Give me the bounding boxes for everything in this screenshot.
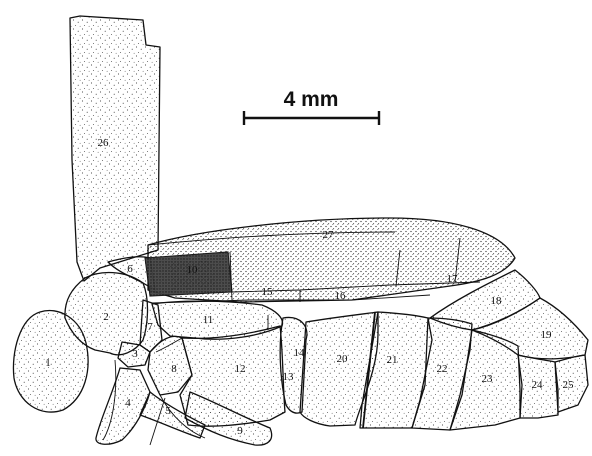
part-label-24: 24 <box>532 379 544 391</box>
part-label-26: 26 <box>98 137 110 149</box>
part-label-3: 3 <box>132 348 138 360</box>
part-label-12: 12 <box>235 363 246 375</box>
part-label-25: 25 <box>563 379 575 391</box>
part-label-14: 14 <box>294 347 306 359</box>
part-label-9: 9 <box>237 425 243 437</box>
scale-bar-label: 4 mm <box>284 88 339 111</box>
part-label-1: 1 <box>45 357 51 369</box>
part-label-5: 5 <box>165 405 171 417</box>
part-label-17: 17 <box>447 273 459 285</box>
part-label-22: 22 <box>437 363 448 375</box>
wing-segment-26 <box>70 16 160 281</box>
part-label-11: 11 <box>203 314 214 326</box>
part-label-13: 13 <box>283 371 295 383</box>
part-label-18: 18 <box>491 295 503 307</box>
leg-segment-4 <box>96 368 150 444</box>
part-label-16: 16 <box>335 290 347 302</box>
part-label-10: 10 <box>187 264 199 276</box>
part-label-4: 4 <box>125 397 131 409</box>
part-label-21: 21 <box>387 354 398 366</box>
scale-bar: 4 mm <box>243 88 380 125</box>
part-label-7: 7 <box>147 321 153 333</box>
part-label-2: 2 <box>103 311 109 323</box>
part-label-27: 27 <box>323 229 335 241</box>
part-label-19: 19 <box>541 329 553 341</box>
part-label-20: 20 <box>337 353 349 365</box>
part-label-23: 23 <box>482 373 494 385</box>
part-label-8: 8 <box>171 363 177 375</box>
part-label-6: 6 <box>127 263 133 275</box>
part-label-15: 15 <box>262 286 274 298</box>
